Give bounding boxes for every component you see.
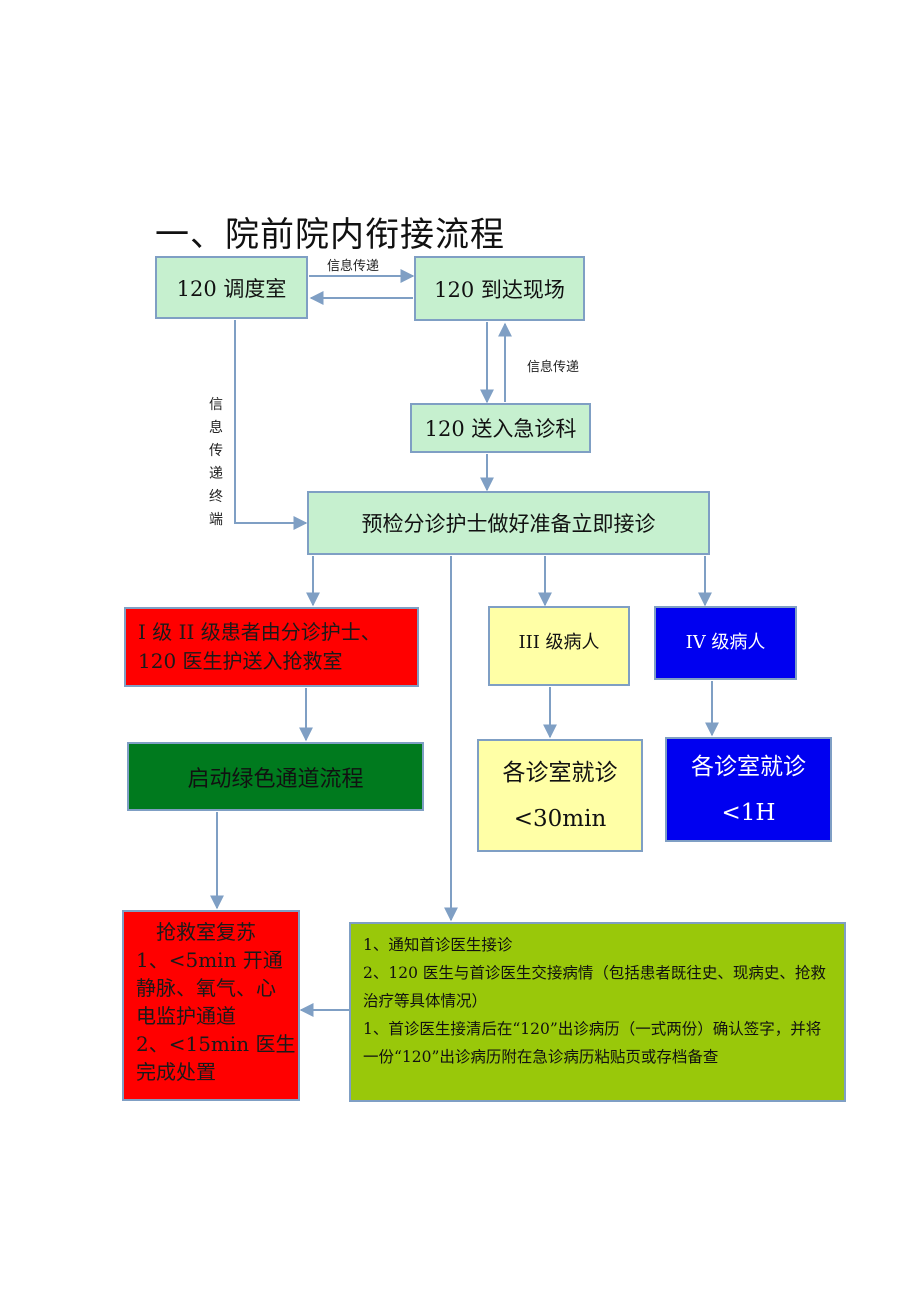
visit-time: <1H — [721, 799, 776, 826]
level12-line: 120 医生护送入抢救室 — [138, 649, 343, 673]
rescue-text: 抢救室复苏 1、<5min 开通 静脉、氧气、心 电监护通道 2、<15min … — [136, 918, 296, 1086]
notify-line: 1、通知首诊医生接诊 — [363, 936, 513, 954]
visit-time: <30min — [513, 805, 607, 832]
rescue-line: 完成处置 — [136, 1060, 216, 1084]
page-title: 一、院前院内衔接流程 — [155, 215, 505, 255]
vertical-char: 端 — [209, 512, 223, 528]
node-dispatch: 120 调度室 — [155, 256, 308, 319]
notify-line: 2、120 医生与首诊医生交接病情（包括患者既往史、现病史、抢救治疗等具体情况） — [363, 964, 826, 1010]
node-triage: 预检分诊护士做好准备立即接诊 — [307, 491, 710, 555]
node-rescue: 抢救室复苏 1、<5min 开通 静脉、氧气、心 电监护通道 2、<15min … — [122, 910, 300, 1101]
info-label-left-vertical: 信 息 传 递 终 端 — [207, 394, 225, 532]
visit-line: 各诊室就诊 — [691, 753, 806, 780]
level12-line: I 级 II 级患者由分诊护士、 — [138, 620, 381, 644]
vertical-char: 息 — [209, 420, 223, 436]
visit-line: 各诊室就诊 — [502, 759, 618, 786]
rescue-line: 2、<15min 医生 — [136, 1032, 296, 1056]
level3-visit-text: 各诊室就诊 <30min — [503, 750, 618, 842]
arrow-dispatch-to-triage — [234, 320, 308, 530]
node-green-channel: 启动绿色通道流程 — [127, 742, 424, 811]
vertical-char: 终 — [209, 489, 223, 505]
info-label-right: 信息传递 — [527, 360, 580, 375]
node-notify: 1、通知首诊医生接诊 2、120 医生与首诊医生交接病情（包括患者既往史、现病史… — [349, 922, 846, 1102]
rescue-line: 静脉、氧气、心 — [136, 976, 276, 1000]
level4-visit-text: 各诊室就诊 <1H — [691, 744, 806, 836]
node-level4-visit: 各诊室就诊 <1H — [665, 737, 832, 842]
info-label-top: 信息传递 — [327, 259, 380, 274]
node-level4: IV 级病人 — [654, 606, 797, 680]
vertical-char: 信 — [209, 397, 223, 413]
vertical-char: 递 — [209, 466, 223, 482]
rescue-line: 1、<5min 开通 — [136, 948, 283, 972]
node-arrive: 120 到达现场 — [414, 256, 585, 321]
vertical-char: 传 — [209, 443, 223, 459]
rescue-line: 电监护通道 — [136, 1004, 236, 1028]
node-level3-visit: 各诊室就诊 <30min — [477, 739, 643, 852]
node-send-er: 120 送入急诊科 — [410, 403, 591, 453]
rescue-line: 抢救室复苏 — [156, 920, 256, 944]
notify-line: 1、首诊医生接清后在“120”出诊病历（一式两份）确认签字，并将一份“120”出… — [363, 1020, 822, 1066]
node-level3: III 级病人 — [488, 606, 630, 686]
notify-text: 1、通知首诊医生接诊 2、120 医生与首诊医生交接病情（包括患者既往史、现病史… — [363, 931, 834, 1071]
node-level12: I 级 II 级患者由分诊护士、 120 医生护送入抢救室 — [124, 607, 419, 687]
level12-text: I 级 II 级患者由分诊护士、 120 医生护送入抢救室 — [138, 618, 381, 676]
